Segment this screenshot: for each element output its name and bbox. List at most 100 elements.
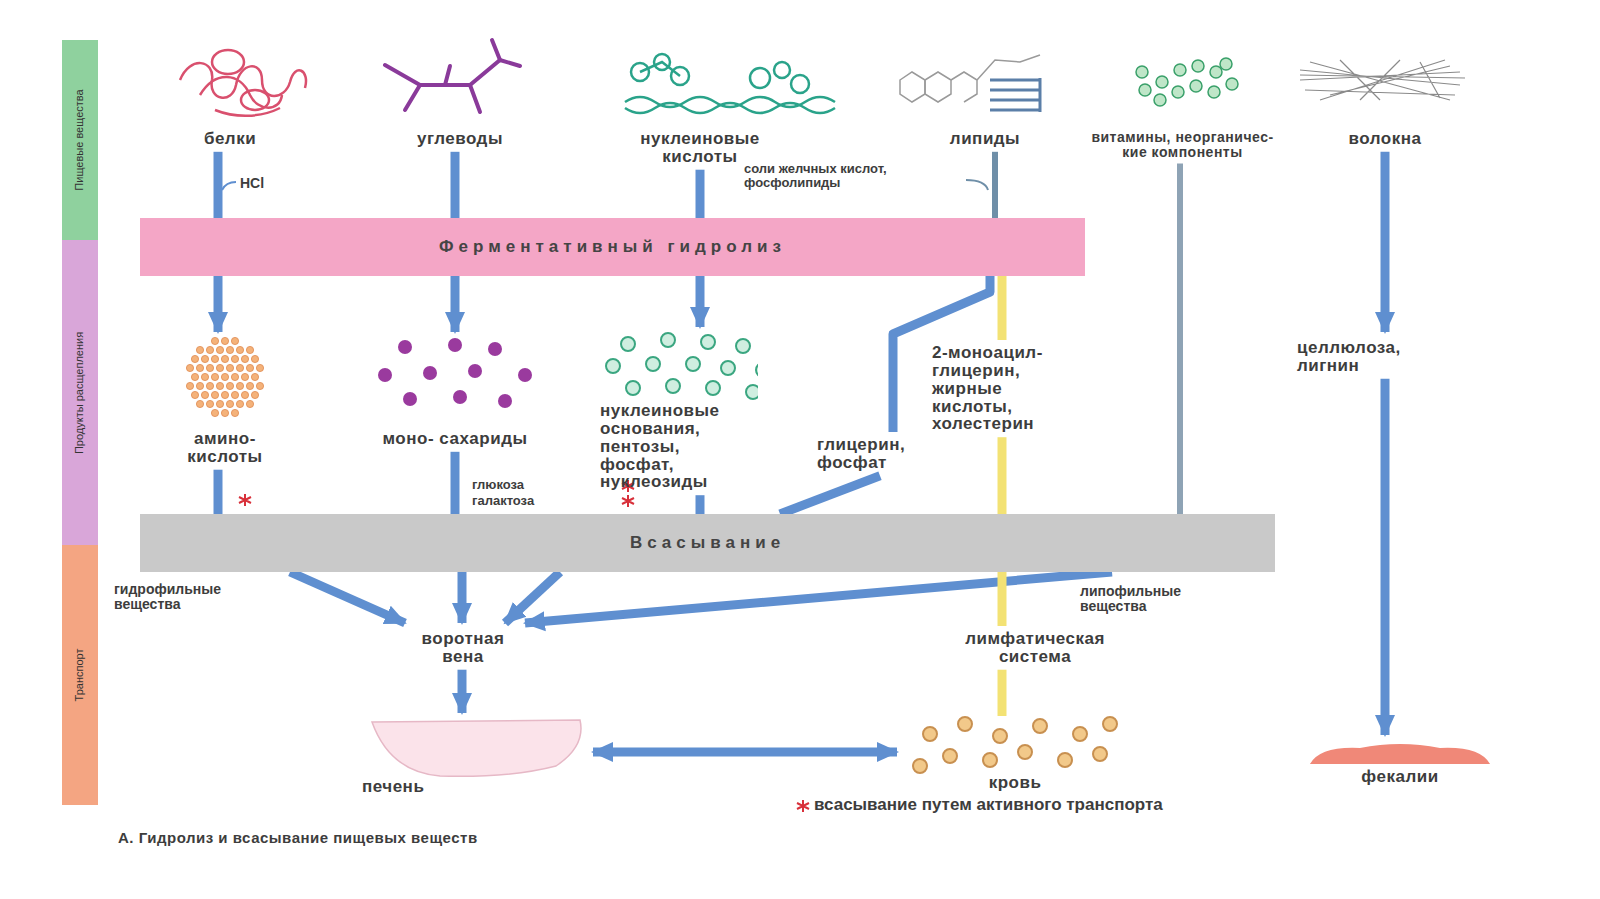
nucleic-acid-icon-part bbox=[791, 75, 809, 93]
node-text: 2-моноацил- глицерин, жирные кислоты, хо… bbox=[932, 344, 1063, 433]
carbohydrate-icon-part bbox=[470, 85, 480, 112]
annotation-label: HCl bbox=[238, 176, 292, 191]
amino-acid-dot bbox=[216, 382, 223, 389]
flow-connector bbox=[998, 670, 1007, 716]
amino-acid-dot bbox=[206, 364, 213, 371]
nucleotide-dot bbox=[646, 357, 660, 371]
blood-cell bbox=[1073, 727, 1087, 741]
blood-cell bbox=[1018, 745, 1032, 759]
blood-cell bbox=[1093, 747, 1107, 761]
active-transport-star-part bbox=[622, 495, 634, 507]
node-text: кровь bbox=[902, 774, 1128, 792]
bracket-part bbox=[966, 180, 988, 190]
flow-connector bbox=[214, 470, 223, 514]
vitamin-icon bbox=[1136, 58, 1238, 106]
amino-acid-dot bbox=[251, 391, 258, 398]
lipid-icon-part-part bbox=[990, 79, 1040, 82]
lipid-icon-part bbox=[990, 78, 1040, 112]
nucleotide-dot bbox=[621, 337, 635, 351]
flow-connector bbox=[451, 152, 460, 218]
flow-connector bbox=[214, 276, 223, 332]
flow-connector bbox=[696, 495, 705, 514]
node-text: глицерин, фосфат bbox=[817, 436, 933, 472]
protein-icon-part bbox=[212, 50, 244, 74]
amino-acid-dot bbox=[196, 364, 203, 371]
annotation-label: глюкоза bbox=[470, 478, 584, 492]
amino-acid-dot bbox=[236, 346, 243, 353]
transport-node: воротная вена bbox=[398, 626, 528, 670]
amino-acid-dot bbox=[216, 400, 223, 407]
amino-acid-dot bbox=[231, 355, 238, 362]
vitamin-icon-part bbox=[1190, 80, 1202, 92]
amino-acid-dot bbox=[231, 373, 238, 380]
nucleotide-dot bbox=[756, 363, 758, 377]
vitamin-icon-part bbox=[1174, 64, 1186, 76]
amino-acid-dot bbox=[201, 391, 208, 398]
amino-acid-dot bbox=[256, 382, 263, 389]
blood-cell bbox=[943, 749, 957, 763]
blood-cell bbox=[1033, 719, 1047, 733]
lipid-icon-part-part bbox=[990, 109, 1040, 112]
node-text: амино- кислоты bbox=[162, 430, 288, 466]
nutrient-label: углеводы bbox=[390, 126, 530, 152]
flow-connector bbox=[998, 437, 1007, 514]
monosaccharide-dot bbox=[468, 364, 482, 378]
amino-acid-dot bbox=[226, 364, 233, 371]
amino-acid-dot bbox=[231, 391, 238, 398]
amino-acid-dot bbox=[186, 382, 193, 389]
node-text: липиды bbox=[932, 130, 1038, 148]
amino-acid-dot bbox=[196, 346, 203, 353]
blood-cell bbox=[983, 753, 997, 767]
nucleotide-dot bbox=[746, 385, 758, 399]
node-text: витамины, неорганичес- кие компоненты bbox=[1077, 130, 1288, 159]
node-text: воротная вена bbox=[400, 630, 526, 666]
blood-cell bbox=[913, 759, 927, 773]
organ-node: печень bbox=[360, 716, 590, 800]
amino-acid-dot bbox=[241, 355, 248, 362]
protein-icon bbox=[180, 50, 306, 116]
product-node: глицерин, фосфат bbox=[815, 432, 935, 476]
amino-acid-dot bbox=[206, 382, 213, 389]
nucleic-acid-icon-part bbox=[750, 68, 770, 88]
node-text: нуклеиновые кислоты bbox=[627, 130, 773, 166]
process-band: Всасывание bbox=[140, 514, 1275, 572]
bracket bbox=[222, 182, 236, 190]
amino-acid-dot bbox=[251, 355, 258, 362]
amino-acid-dot bbox=[186, 364, 193, 371]
node-text: нуклеиновые основания, пентозы, фосфат, … bbox=[600, 402, 756, 491]
vitamin-icon-part bbox=[1154, 94, 1166, 106]
process-band: Ферментативный гидролиз bbox=[140, 218, 1085, 276]
nucleotide-dot bbox=[661, 333, 675, 347]
amino-acid-dot bbox=[256, 364, 263, 371]
monosaccharide-dot bbox=[448, 338, 462, 352]
protein-icon-part bbox=[241, 90, 269, 110]
nucleotide-dot bbox=[736, 339, 750, 353]
monosaccharide-dot bbox=[453, 390, 467, 404]
vitamin-icon-part bbox=[1192, 60, 1204, 72]
vitamin-icon-part bbox=[1139, 84, 1151, 96]
organ-node: фекалии bbox=[1300, 738, 1500, 790]
flow-connector bbox=[593, 748, 897, 757]
monosaccharide-dot bbox=[518, 368, 532, 382]
nucleotide-dot bbox=[686, 357, 700, 371]
amino-acid-dot bbox=[211, 409, 218, 416]
annotation-label: липофильные вещества bbox=[1078, 584, 1207, 613]
node-text: Продукты расщепления bbox=[74, 331, 86, 453]
blood-cell bbox=[923, 727, 937, 741]
amino-acid-dot bbox=[241, 391, 248, 398]
vitamin-icon-part bbox=[1208, 86, 1220, 98]
product-node: целлюлоза, лигнин bbox=[1295, 335, 1445, 379]
nutrient-label: витамины, неорганичес- кие компоненты bbox=[1075, 126, 1290, 163]
node-text: Всасывание bbox=[630, 534, 785, 552]
lipid-icon bbox=[900, 55, 1040, 112]
amino-acid-dot bbox=[251, 373, 258, 380]
node-text: фекалии bbox=[1302, 768, 1498, 786]
amino-acid-dot bbox=[221, 337, 228, 344]
amino-acid-dot bbox=[201, 355, 208, 362]
nutrient-label: волокна bbox=[1310, 126, 1460, 152]
nucleic-acid-icon bbox=[625, 54, 835, 113]
lipid-icon-part-part bbox=[1039, 78, 1042, 112]
amino-acid-dot bbox=[246, 382, 253, 389]
flow-connector bbox=[1381, 152, 1390, 332]
